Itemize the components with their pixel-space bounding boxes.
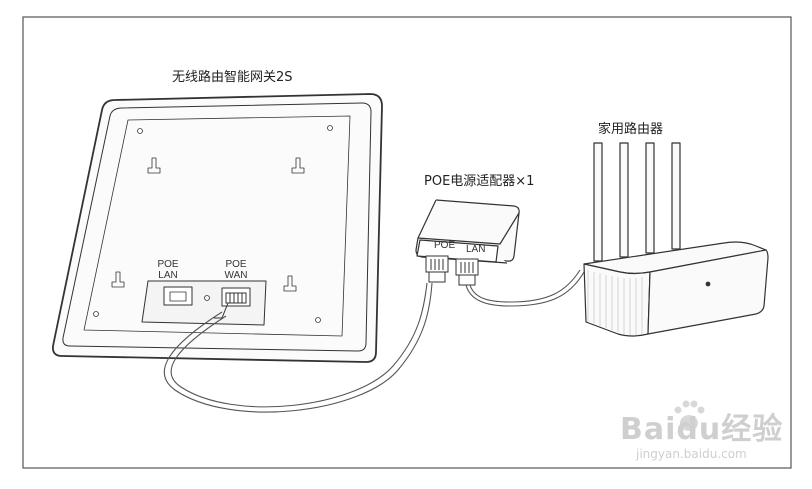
gateway-label: 无线路由智能网关2S — [172, 70, 293, 85]
cable-gateway-adapter — [163, 282, 433, 413]
adapter-lan-port-label: LAN — [466, 244, 486, 255]
outer-frame — [22, 16, 792, 469]
watermark-url: jingyan.baidu.com — [636, 447, 747, 461]
router-label: 家用路由器 — [598, 122, 664, 137]
adapter-poe-port-label: POE — [434, 240, 456, 251]
adapter-plugs — [425, 255, 479, 286]
adapter-label: POE电源适配器×1 — [424, 174, 535, 189]
poe-lan-port-label: POE LAN — [148, 259, 188, 281]
watermark-logo: Baidu经验 — [620, 412, 784, 447]
home-router — [583, 142, 769, 337]
poe-lan-line2: LAN — [158, 270, 178, 281]
poe-adapter — [415, 199, 520, 264]
poe-wan-port-label: POE WAN — [216, 259, 256, 281]
poe-lan-line1: POE — [157, 259, 179, 270]
router-front-ribs — [587, 270, 643, 335]
baidu-paw-icon — [674, 400, 705, 431]
poe-wan-line2: WAN — [224, 270, 248, 281]
cable-adapter-router — [465, 269, 585, 307]
poe-wan-line1: POE — [225, 259, 247, 270]
